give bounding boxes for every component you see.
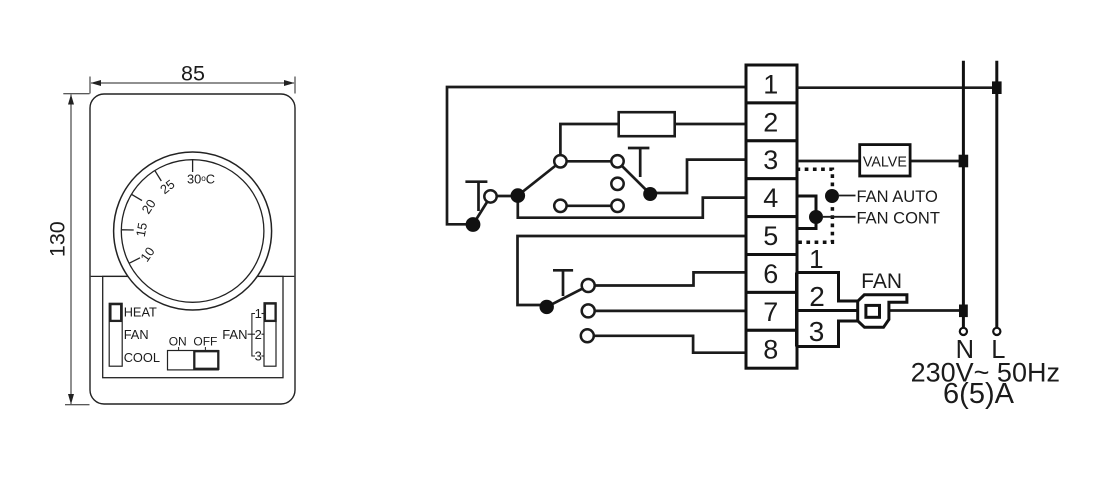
svg-text:230V~ 50Hz: 230V~ 50Hz (911, 358, 1060, 388)
svg-text:HEAT: HEAT (124, 305, 157, 320)
svg-text:8: 8 (763, 335, 778, 365)
svg-text:OFF: OFF (193, 335, 217, 349)
svg-text:2: 2 (809, 281, 825, 312)
svg-text:FAN CONT: FAN CONT (857, 210, 940, 228)
svg-text:4: 4 (763, 183, 778, 213)
svg-text:5: 5 (763, 221, 778, 251)
svg-text:1: 1 (255, 306, 262, 321)
svg-text:7: 7 (763, 297, 778, 327)
svg-text:3: 3 (809, 316, 825, 347)
svg-text:FAN AUTO: FAN AUTO (857, 188, 938, 206)
svg-text:1: 1 (763, 69, 778, 99)
svg-text:30oC: 30oC (187, 172, 215, 187)
svg-text:20: 20 (138, 196, 158, 216)
svg-text:2: 2 (763, 107, 778, 137)
svg-text:ON: ON (169, 335, 187, 349)
svg-text:COOL: COOL (124, 350, 160, 365)
svg-text:85: 85 (181, 62, 205, 86)
svg-text:15: 15 (133, 221, 150, 238)
svg-text:FAN: FAN (124, 327, 149, 342)
svg-text:FAN: FAN (861, 270, 902, 293)
svg-text:VALVE: VALVE (863, 155, 907, 171)
svg-text:130: 130 (46, 221, 70, 257)
svg-text:3: 3 (763, 145, 778, 175)
svg-text:1: 1 (809, 244, 823, 274)
svg-text:FAN: FAN (222, 327, 247, 342)
svg-text:6(5)A: 6(5)A (943, 378, 1015, 410)
svg-text:L: L (991, 336, 1005, 364)
svg-text:6: 6 (763, 259, 778, 289)
svg-text:2: 2 (255, 327, 262, 342)
svg-text:N: N (956, 336, 974, 364)
svg-text:3: 3 (255, 349, 262, 364)
svg-text:10: 10 (137, 244, 157, 264)
